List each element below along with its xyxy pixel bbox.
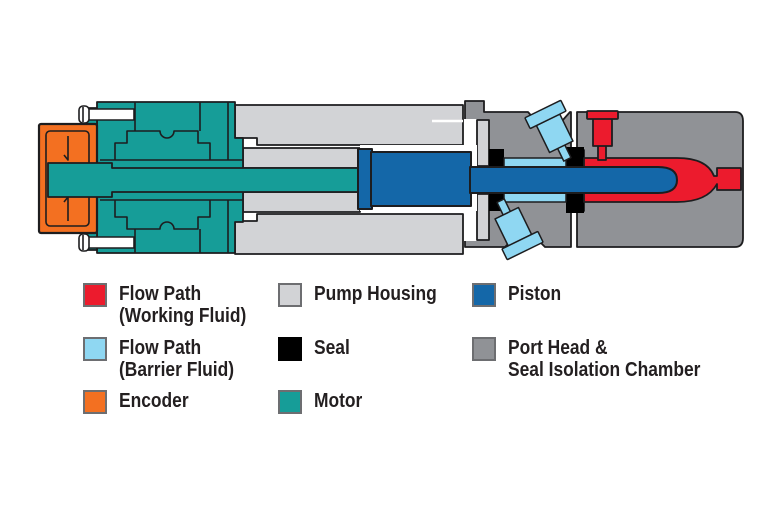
piston-head: [357, 148, 472, 210]
check-valve-bottom: [494, 198, 544, 261]
piston-rod: [469, 166, 678, 194]
legend-label-encoder: Encoder: [119, 390, 189, 412]
legend-swatch-pump-housing: [278, 283, 302, 307]
seal-blocks: [489, 147, 584, 213]
bolt-top: [78, 105, 135, 124]
legend-item-piston: Piston: [472, 283, 569, 307]
motor-detail-lines: [100, 102, 243, 253]
legend-swatch-motor: [278, 390, 302, 414]
legend-item-seal: Seal: [278, 337, 355, 361]
legend-label-piston: Piston: [508, 283, 562, 305]
motor-shaft: [47, 162, 363, 198]
legend-item-motor: Motor: [278, 390, 370, 414]
legend-item-pump-housing: Pump Housing: [278, 283, 455, 307]
legend-label-flow-working: Flow Path (Working Fluid): [119, 283, 247, 327]
legend-swatch-port-head: [472, 337, 496, 361]
legend-swatch-seal: [278, 337, 302, 361]
legend-swatch-piston: [472, 283, 496, 307]
legend-item-port-head: Port Head & Seal Isolation Chamber: [472, 337, 729, 381]
legend-label-motor: Motor: [314, 390, 363, 412]
legend-item-encoder: Encoder: [83, 390, 199, 414]
legend-item-flow-barrier: Flow Path (Barrier Fluid): [83, 337, 251, 381]
legend-label-flow-barrier: Flow Path (Barrier Fluid): [119, 337, 235, 381]
check-valve-top: [524, 99, 574, 162]
legend-label-pump-housing: Pump Housing: [314, 283, 437, 305]
legend-swatch-encoder: [83, 390, 107, 414]
legend-label-port-head: Port Head & Seal Isolation Chamber: [508, 337, 701, 381]
legend-swatch-flow-working: [83, 283, 107, 307]
bolt-bottom: [78, 233, 135, 252]
legend-label-seal: Seal: [314, 337, 350, 359]
legend-item-flow-working: Flow Path (Working Fluid): [83, 283, 265, 327]
bore-clearance: [464, 119, 477, 241]
legend-swatch-flow-barrier: [83, 337, 107, 361]
